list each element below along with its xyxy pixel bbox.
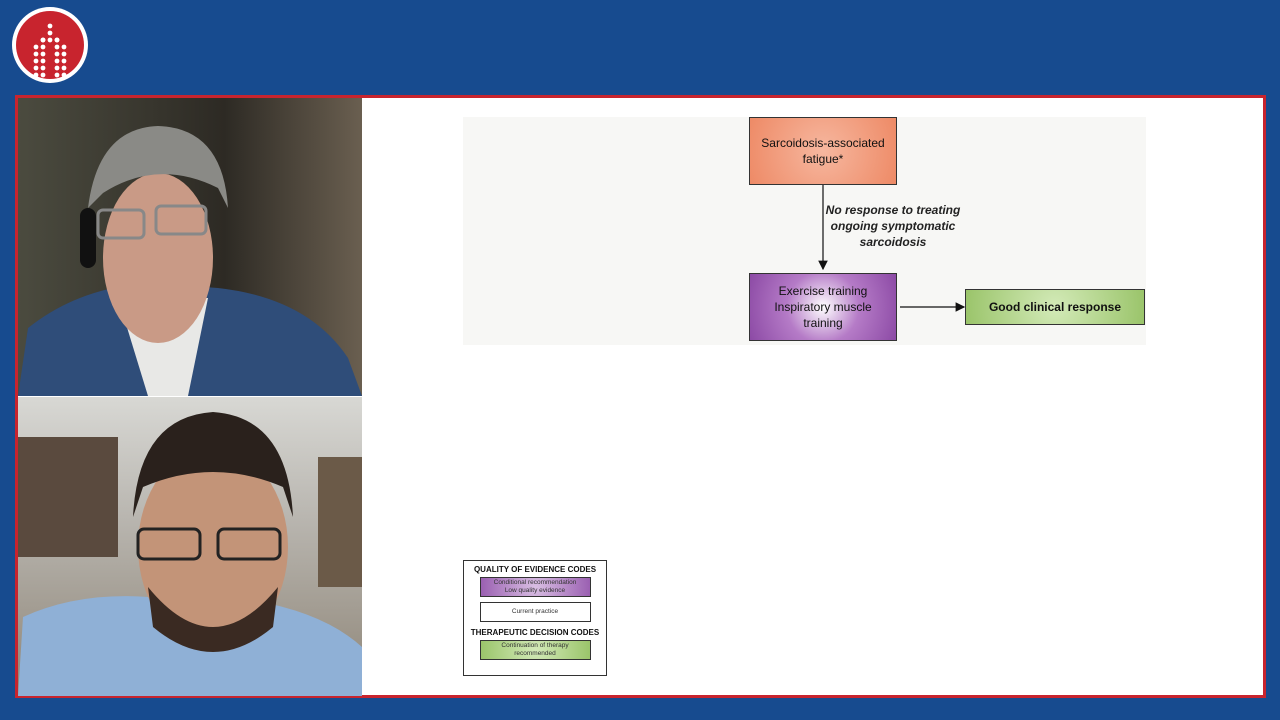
legend: QUALITY OF EVIDENCE CODES Conditional re… xyxy=(463,560,607,676)
logo-dot xyxy=(54,58,60,64)
video-tile-speaker-1 xyxy=(18,98,362,396)
video-tile-speaker-2 xyxy=(18,397,362,696)
treatment-line: Exercise training xyxy=(778,284,868,298)
legend-continuation: Continuation of therapy recommended xyxy=(479,640,591,660)
outcome-box: Good clinical response xyxy=(965,289,1145,325)
logo-dot xyxy=(61,51,67,57)
logo-dot xyxy=(54,72,60,78)
logo-dot xyxy=(33,65,39,71)
treatment-line: training xyxy=(803,316,843,330)
logo-dot xyxy=(61,58,67,64)
logo-dot xyxy=(40,37,46,43)
logo-dot xyxy=(61,65,67,71)
fatigue-box: Sarcoidosis-associated fatigue* xyxy=(749,117,897,185)
lungs-logo xyxy=(12,7,88,83)
condition-note: No response to treating ongoing symptoma… xyxy=(825,203,961,249)
legend-conditional: Conditional recommendation Low quality e… xyxy=(479,577,591,597)
treatment-flowchart: Sarcoidosis-associated fatigue* No respo… xyxy=(463,117,1146,345)
participant-video xyxy=(18,412,362,696)
logo-dot xyxy=(40,58,46,64)
lungs-icon xyxy=(33,23,67,78)
logo-dot xyxy=(54,44,60,50)
legend-decision-title: THERAPEUTIC DECISION CODES xyxy=(470,628,600,637)
logo-dot xyxy=(61,44,67,50)
logo-dot xyxy=(54,51,60,57)
logo-dot xyxy=(61,72,67,78)
logo-dot xyxy=(47,37,53,43)
treatment-line: Inspiratory muscle xyxy=(774,300,872,314)
legend-quality-title: QUALITY OF EVIDENCE CODES xyxy=(473,565,597,574)
presentation-slide: Sarcoidosis-associated fatigue* No respo… xyxy=(362,98,1263,695)
logo-dot xyxy=(47,30,53,36)
treatment-box: Exercise training Inspiratory muscle tra… xyxy=(749,273,897,341)
logo-dot xyxy=(40,44,46,50)
logo-dot xyxy=(33,44,39,50)
logo-dot xyxy=(33,51,39,57)
flowchart-arrows xyxy=(818,185,966,312)
legend-current-practice: Current practice xyxy=(479,602,591,622)
logo-dot xyxy=(33,58,39,64)
logo-dot xyxy=(40,72,46,78)
logo-dot xyxy=(47,23,53,29)
logo-dot xyxy=(54,65,60,71)
logo-dot xyxy=(33,72,39,78)
logo-dot xyxy=(54,37,60,43)
participant-video xyxy=(18,126,362,396)
logo-dot xyxy=(40,65,46,71)
logo-dot xyxy=(40,51,46,57)
meeting-frame: Sarcoidosis-associated fatigue* No respo… xyxy=(15,95,1266,698)
fatigue-label: Sarcoidosis-associated fatigue* xyxy=(761,136,885,166)
